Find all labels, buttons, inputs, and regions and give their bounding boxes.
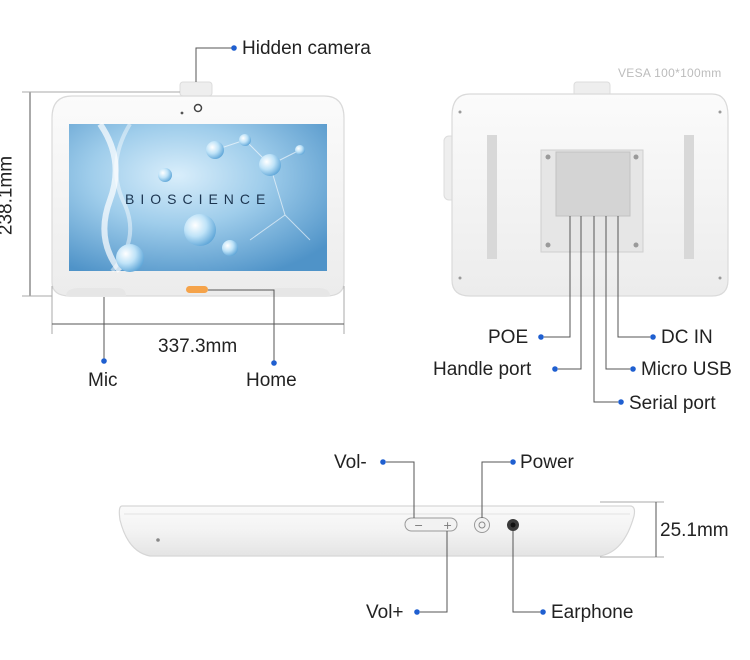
side-view: − + [118,505,636,557]
handle-port-label: Handle port [433,359,532,380]
left-speaker-grille [487,135,497,259]
poe-dot [538,334,544,340]
width-dimension-line [51,286,345,334]
volume-plus-icon: + [443,519,452,532]
hidden-camera-label: Hidden camera [242,38,371,59]
home-button-icon [186,286,208,293]
camera-bump [179,81,213,97]
screen-brand-text: BIOSCIENCE [125,191,272,207]
dna-helix-graphic [97,122,123,273]
light-sensor-icon [180,111,184,115]
dc-in-dot [650,334,656,340]
thickness-dimension-label: 25.1mm [660,520,729,541]
home-dot [271,360,277,366]
front-view [51,81,345,297]
micro-usb-label: Micro USB [641,359,732,380]
back-view [443,81,729,297]
micro-usb-dot [630,366,636,372]
side-leaders [386,461,540,613]
vesa-label: VESA 100*100mm [618,66,722,80]
vol-minus-label: Vol- [334,452,367,473]
handle-port-dot [552,366,558,372]
vol-plus-dot [414,609,420,615]
height-dimension-line [22,91,180,297]
thickness-dimension-line [600,501,664,558]
earphone-label: Earphone [551,602,634,623]
camera-dot [231,45,237,51]
right-speaker-grille [684,135,694,259]
home-label: Home [246,370,297,391]
camera-lens-icon [193,103,203,113]
power-dot [510,459,516,465]
dc-in-label: DC IN [661,327,713,348]
power-button-icon [474,517,490,533]
serial-port-label: Serial port [629,393,716,414]
camera-leader [195,47,232,82]
serial-port-dot [618,399,624,405]
vol-plus-label: Vol+ [366,602,404,623]
earphone-dot [540,609,546,615]
volume-minus-icon: − [414,519,423,532]
width-dimension-label: 337.3mm [158,336,238,357]
mic-label: Mic [88,370,118,391]
poe-label: POE [488,327,529,348]
power-label: Power [520,452,574,473]
back-port-leaders [544,216,650,403]
volume-rocker [404,517,458,532]
port-recess [555,151,631,217]
vol-minus-dot [380,459,386,465]
height-dimension-label: 238.1mm [0,155,17,236]
mic-dot [101,358,107,364]
side-body [118,505,636,557]
